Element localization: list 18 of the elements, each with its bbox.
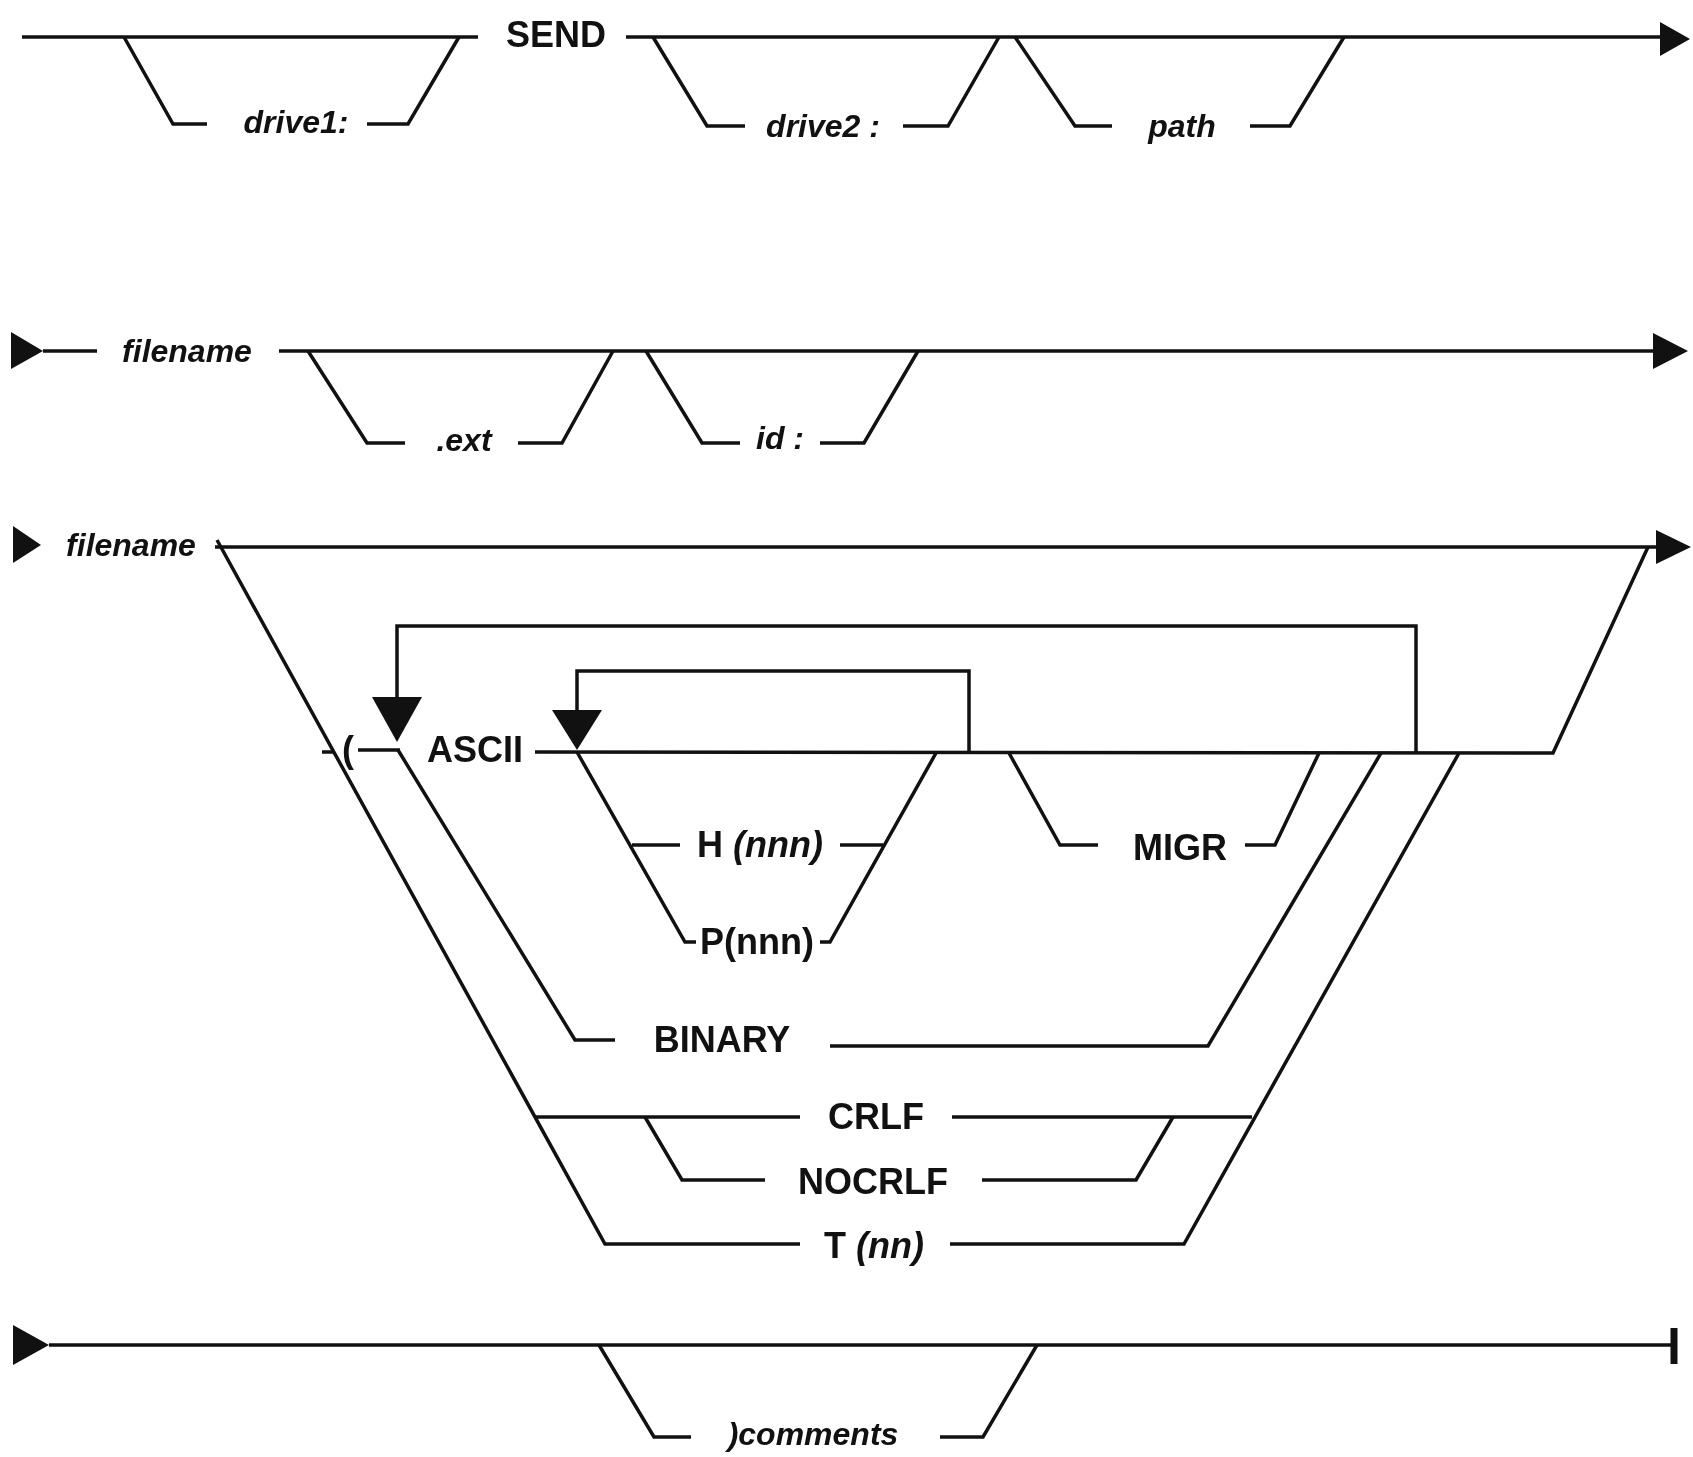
- parameter: path: [1148, 110, 1216, 142]
- keyword: SEND: [506, 17, 606, 53]
- keyword: ASCII: [427, 732, 523, 768]
- parameter: .ext: [436, 424, 492, 456]
- option: T (nn): [824, 1228, 924, 1264]
- parameter: drive2 :: [766, 110, 880, 142]
- parameter: id :: [756, 422, 804, 454]
- keyword: BINARY: [653, 1022, 791, 1058]
- parameter: drive1:: [243, 106, 349, 138]
- keyword: NOCRLF: [798, 1164, 948, 1200]
- parameter: filename: [66, 529, 196, 561]
- keyword: MIGR: [1133, 830, 1227, 866]
- parameter: )comments: [727, 1418, 899, 1450]
- parameter: filename: [122, 335, 252, 367]
- parenthesis: (: [342, 732, 354, 768]
- option: H (nnn): [697, 827, 823, 863]
- option: P(nnn): [700, 924, 814, 960]
- keyword: CRLF: [828, 1099, 924, 1135]
